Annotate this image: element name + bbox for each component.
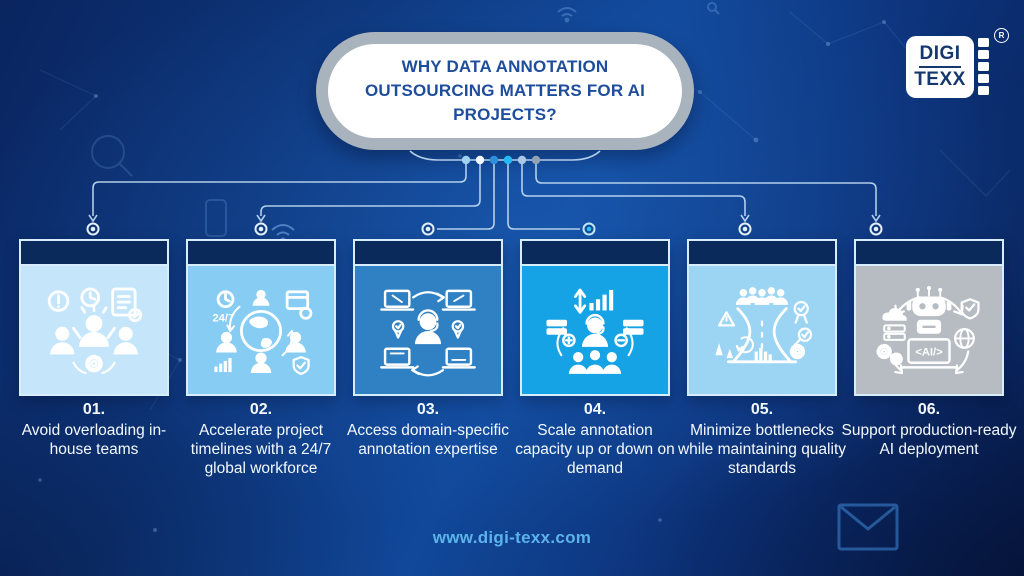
card-header-bar xyxy=(522,241,668,266)
caption-text: Scale annotation capacity up or down on … xyxy=(515,422,675,477)
card-domain-expertise xyxy=(353,239,503,396)
title-banner: WHY DATA ANNOTATION OUTSOURCING MATTERS … xyxy=(316,32,694,150)
caption-2: 02. Accelerate project timelines with a … xyxy=(173,401,349,478)
caption-number: 03. xyxy=(416,401,440,418)
logo-divider xyxy=(919,65,961,69)
card-scale-capacity xyxy=(520,239,670,396)
caption-number: 05. xyxy=(750,401,774,418)
domain-annotation-icon xyxy=(380,289,476,377)
digitexx-logo: DIGI TEXX R xyxy=(906,28,1009,102)
caption-4: 04. Scale annotation capacity up or down… xyxy=(507,401,683,478)
caption-number: 02. xyxy=(249,401,273,418)
caption-number: 01. xyxy=(82,401,106,418)
caption-5: 05. Minimize bottlenecks while maintaini… xyxy=(674,401,850,478)
logo-box: DIGI TEXX xyxy=(906,36,974,98)
scale-capacity-icon xyxy=(546,288,644,374)
search-icon xyxy=(707,2,720,15)
svg-text:<AI/>: <AI/> xyxy=(915,346,943,358)
logo-word-top: DIGI xyxy=(919,43,961,65)
pill-node-dots xyxy=(461,155,541,165)
caption-number: 04. xyxy=(583,401,607,418)
caption-text: Accelerate project timelines with a 24/7… xyxy=(190,422,332,477)
registered-trademark-icon: R xyxy=(994,28,1009,43)
caption-number: 06. xyxy=(917,401,941,418)
caption-text: Access domain-specific annotation expert… xyxy=(347,422,509,458)
caption-3: 03. Access domain-specific annotation ex… xyxy=(340,401,516,459)
caption-text: Support production-ready AI deployment xyxy=(841,422,1017,458)
bottleneck-quality-icon xyxy=(715,287,813,364)
card-ai-deployment: <AI/> xyxy=(854,239,1004,396)
card-minimize-bottlenecks xyxy=(687,239,837,396)
caption-6: 06. Support production-ready AI deployme… xyxy=(841,401,1017,459)
card-avoid-overloading xyxy=(19,239,169,396)
caption-text: Avoid overloading in-house teams xyxy=(21,422,167,458)
phone-icon xyxy=(205,199,227,237)
overloaded-team-icon xyxy=(47,287,143,375)
logo-word-bottom: TEXX xyxy=(914,68,966,90)
page-title: WHY DATA ANNOTATION OUTSOURCING MATTERS … xyxy=(364,56,646,125)
card-header-bar xyxy=(689,241,835,266)
card-header-bar xyxy=(856,241,1002,266)
card-header-bar xyxy=(188,241,334,266)
svg-text:24/7: 24/7 xyxy=(212,313,234,325)
ai-deployment-icon: <AI/> xyxy=(876,286,980,375)
card-anchor-rings xyxy=(86,222,883,236)
search-icon xyxy=(91,135,133,177)
logo-filmstrip-icon xyxy=(978,38,989,95)
card-accelerate-timelines: 24/7 xyxy=(186,239,336,396)
card-header-bar xyxy=(355,241,501,266)
card-header-bar xyxy=(21,241,167,266)
wifi-icon xyxy=(557,7,577,23)
global-workforce-icon: 24/7 xyxy=(212,289,313,376)
caption-text: Minimize bottlenecks while maintaining q… xyxy=(677,422,846,477)
website-link[interactable]: www.digi-texx.com xyxy=(432,528,592,547)
caption-1: 01. Avoid overloading in-house teams xyxy=(6,401,182,459)
